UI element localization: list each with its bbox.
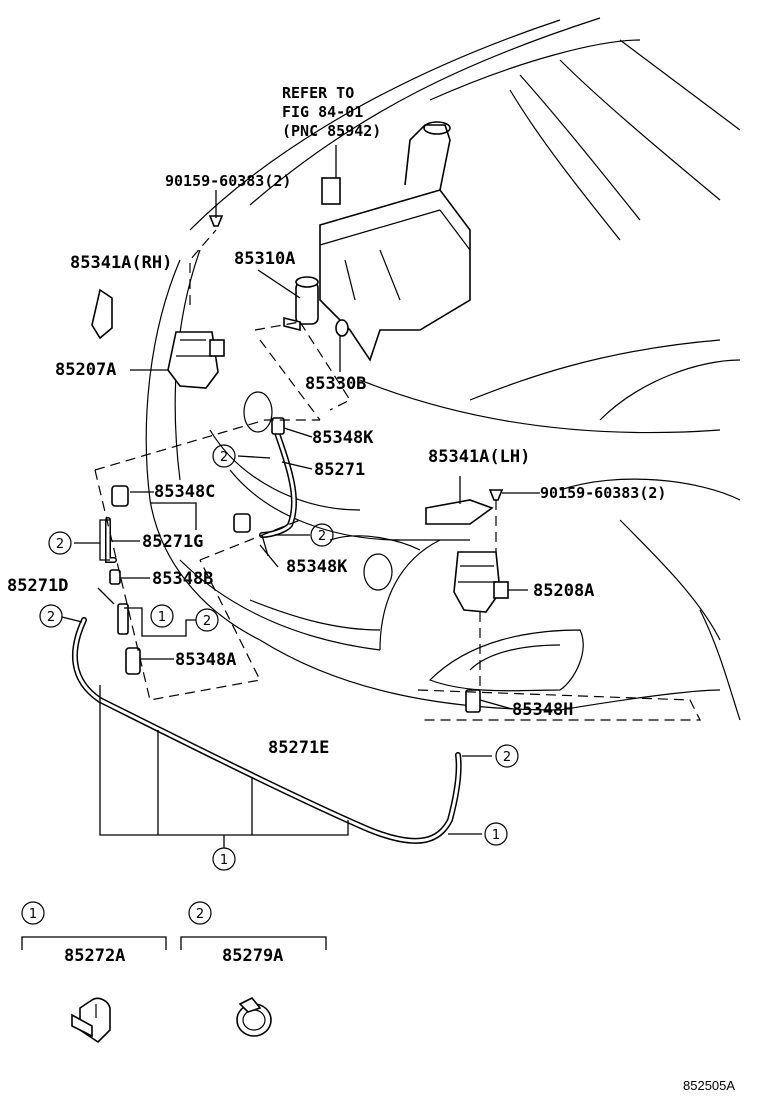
svg-text:2: 2 xyxy=(196,907,204,922)
callout-circles: 2 2 2 2 1 2 2 1 1 xyxy=(39,444,519,871)
lh-washer-actuator xyxy=(425,499,509,690)
svg-text:2: 2 xyxy=(56,537,64,552)
svg-text:1: 1 xyxy=(158,610,166,625)
washer-tank xyxy=(319,121,471,362)
leader-lines xyxy=(61,190,540,848)
label-85310a: 85310A xyxy=(234,249,295,269)
legend-part-85279a: 85279A xyxy=(222,946,283,966)
svg-text:2: 2 xyxy=(318,529,326,544)
svg-text:2: 2 xyxy=(47,610,55,625)
svg-text:1: 1 xyxy=(220,853,228,868)
label-85341a-lh: 85341A(LH) xyxy=(428,447,530,467)
clip-85279a-icon xyxy=(236,996,272,1037)
label-85271d: 85271D xyxy=(7,576,68,596)
label-85208a: 85208A xyxy=(533,581,594,601)
rh-washer-actuator xyxy=(91,229,225,389)
label-85207a: 85207A xyxy=(55,360,116,380)
callout-2: 2 xyxy=(39,604,63,628)
svg-text:2: 2 xyxy=(220,450,228,465)
svg-text:2: 2 xyxy=(203,614,211,629)
washer-hoses xyxy=(71,427,462,844)
clamp-85272a-icon xyxy=(71,997,111,1044)
label-85271e: 85271E xyxy=(268,738,329,758)
label-85348c: 85348C xyxy=(154,482,215,502)
refer-text-3: (PNC 85942) xyxy=(282,122,381,140)
refer-text-2: FIG 84-01 xyxy=(282,103,363,121)
callout-2: 2 xyxy=(195,608,219,632)
label-85341a-rh: 85341A(RH) xyxy=(70,253,172,273)
label-85348k-mid: 85348K xyxy=(286,557,348,577)
callout-1: 1 xyxy=(484,822,508,846)
callout-2: 2 xyxy=(212,444,236,468)
callout-1: 1 xyxy=(212,847,236,871)
callout-1: 1 xyxy=(150,604,174,628)
label-85348k-top: 85348K xyxy=(312,428,374,448)
callout-2: 2 xyxy=(495,744,519,768)
legend-item-2: 2 85279A xyxy=(180,901,327,1037)
label-85271: 85271 xyxy=(314,460,365,480)
label-85348h: 85348H xyxy=(512,700,573,720)
label-bolt-top: 90159-60383(2) xyxy=(165,172,291,190)
svg-text:1: 1 xyxy=(492,828,500,843)
svg-text:2: 2 xyxy=(503,750,511,765)
label-85348b: 85348B xyxy=(152,569,213,589)
legend: 1 85272A 2 85279A xyxy=(21,901,327,1044)
callout-2: 2 xyxy=(48,531,72,555)
label-85271g: 85271G xyxy=(142,532,203,552)
legend-part-85272a: 85272A xyxy=(64,946,125,966)
fittings xyxy=(109,215,504,713)
washer-pump xyxy=(283,276,349,337)
label-85330b: 85330B xyxy=(305,374,366,394)
assembly-dashed-lines xyxy=(94,321,701,721)
svg-text:1: 1 xyxy=(29,907,37,922)
label-bolt-right: 90159-60383(2) xyxy=(540,484,666,502)
refer-text-1: REFER TO xyxy=(282,84,354,102)
part-labels: REFER TO FIG 84-01 (PNC 85942) 90159-603… xyxy=(7,84,666,758)
legend-item-1: 1 85272A xyxy=(21,901,167,1044)
figure-code: 852505A xyxy=(683,1078,735,1093)
label-85348a: 85348A xyxy=(175,650,236,670)
callout-2: 2 xyxy=(310,523,334,547)
